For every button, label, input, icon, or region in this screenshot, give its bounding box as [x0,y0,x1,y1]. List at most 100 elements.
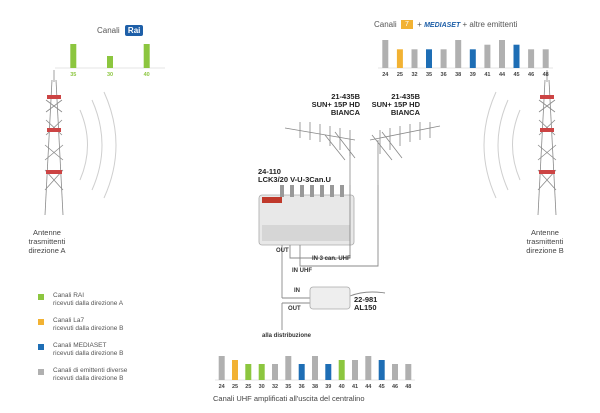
legend-item-rai: Canali RAI ricevuti dalla direzione A [38,292,198,311]
chart-tick-label: 25 [397,72,403,78]
legend-item-mediaset: Canali MEDIASET ricevuti dalla direzione… [38,342,198,361]
chart-tick-label: 48 [543,72,549,78]
tower-right-icon [537,70,557,216]
chart-tick-label: 25 [232,384,238,390]
chart-tick-label: 35 [70,72,76,78]
chart-bar [513,44,520,68]
alla-distribuzione-label: alla distribuzione [262,333,312,339]
antenna-2-code: 21-435B [391,92,420,101]
chart-bar [70,44,77,68]
chart-others-title-prefix: Canali [374,20,397,29]
splitter-label: 22-981 AL150 [354,296,377,312]
amplifier-code: 24-110 [258,167,281,176]
amplifier-box [258,185,355,246]
chart-bar [272,364,278,380]
chart-tick-label: 30 [259,384,265,390]
chart-tick-label: 45 [379,384,385,390]
chart-bar [365,356,372,380]
antenna-1-color: BIANCA [330,108,360,117]
tower-left-icon [44,70,64,216]
chart-tick-label: 39 [470,72,476,78]
antenna-b-line-1: Antenne [531,228,559,237]
chart-bar [298,364,305,380]
antenna-b-label: Antenne trasmittenti direzione B [510,228,580,255]
out-2-label: OUT [288,306,301,312]
antenna-a-line-1: Antenne [33,228,61,237]
chart-tick-label: 30 [107,72,113,78]
chart-tick-label: 25 [245,384,251,390]
chart-bar [218,356,225,380]
yagi-antenna-1-icon [284,122,356,185]
la7-logo: 7 [400,20,413,30]
cables [281,185,386,330]
chart-bar [325,364,332,380]
legend-swatch-rai [38,294,44,300]
antenna-b-line-2: trasmittenti [526,237,564,246]
chart-bar [405,364,412,380]
amplifier-label: 24-110 LCK3/20 V-U-3Can.U [258,168,331,184]
chart-tick-label: 44 [499,72,506,78]
antenna-1-model: SUN+ 15P HD [311,100,360,109]
chart-bar [378,360,385,380]
chart-tick-label: 46 [528,72,534,78]
splitter-code: 22-981 [354,295,378,304]
chart-tick-label: 24 [382,72,389,78]
antenna-a-line-2: trasmittenti [28,237,66,246]
chart-bar [285,356,292,380]
legend-sub-mediaset: ricevuti dalla direzione B [53,350,124,357]
legend-item-others: Canali di emittenti diverse ricevuti dal… [38,367,198,386]
legend-text-la7: Canali La7 ricevuti dalla direzione B [53,317,123,333]
chart-bar [396,49,403,68]
rai-logo: Rai [124,25,144,36]
chart-bar [411,49,418,68]
legend-sub-rai: ricevuti dalla direzione A [53,300,124,307]
antenna-b-line-3: direzione B [526,246,564,255]
chart-rai-title: Canali Rai [97,25,144,36]
antenna-a-line-3: direzione A [28,246,66,255]
legend-item-la7: Canali La7 ricevuti dalla direzione B [38,317,198,336]
in-2-label: IN [294,288,300,294]
antenna-a-label: Antenne trasmittenti direzione A [12,228,82,255]
mediaset-logo: MEDIASET [424,22,461,29]
chart-tick-label: 32 [411,72,417,78]
chart-tick-label: 40 [339,384,345,390]
antenna-1-label: 21-435B SUN+ 15P HD BIANCA [300,93,360,117]
waves-right-icon [483,91,521,199]
chart-bar [352,360,358,380]
legend-sub-others: ricevuti dalla direzione B [53,375,124,382]
chart-others-title: Canali 7 + MEDIASET + altre emittenti [374,20,518,30]
chart-tick-label: 41 [352,384,358,390]
legend-sub-la7: ricevuti dalla direzione B [53,325,124,332]
antenna-2-label: 21-435B SUN+ 15P HD BIANCA [365,93,420,117]
chart-tick-label: 35 [285,384,291,390]
chart-tick-label: 39 [325,384,331,390]
chart-rai-title-text: Canali [97,26,120,35]
chart-bar [312,356,318,380]
chart-bar [245,364,252,380]
in-uhf-label: IN UHF [292,268,312,274]
splitter-model: AL150 [354,303,377,312]
chart-tick-label: 38 [455,72,461,78]
legend-swatch-others [38,369,44,375]
in-3can-label: IN 3 can. UHF [312,256,351,262]
legend-title-mediaset: Canali MEDIASET [53,342,107,349]
chart-tick-label: 45 [513,72,519,78]
chart-tick-label: 32 [272,384,278,390]
legend-swatch-mediaset [38,344,44,350]
chart-tick-label: 35 [426,72,432,78]
legend-title-others: Canali di emittenti diverse [53,367,128,374]
waves-left-icon [79,91,117,199]
chart-others-title-suffix: altre emittenti [469,20,518,29]
chart-bar [542,49,549,68]
plus-1: + [417,20,422,29]
legend-swatch-la7 [38,319,44,325]
chart-tick-label: 41 [484,72,490,78]
amplifier-model: LCK3/20 V-U-3Can.U [258,175,331,184]
legend-title-la7: Canali La7 [53,317,85,324]
chart-bar [258,364,265,380]
